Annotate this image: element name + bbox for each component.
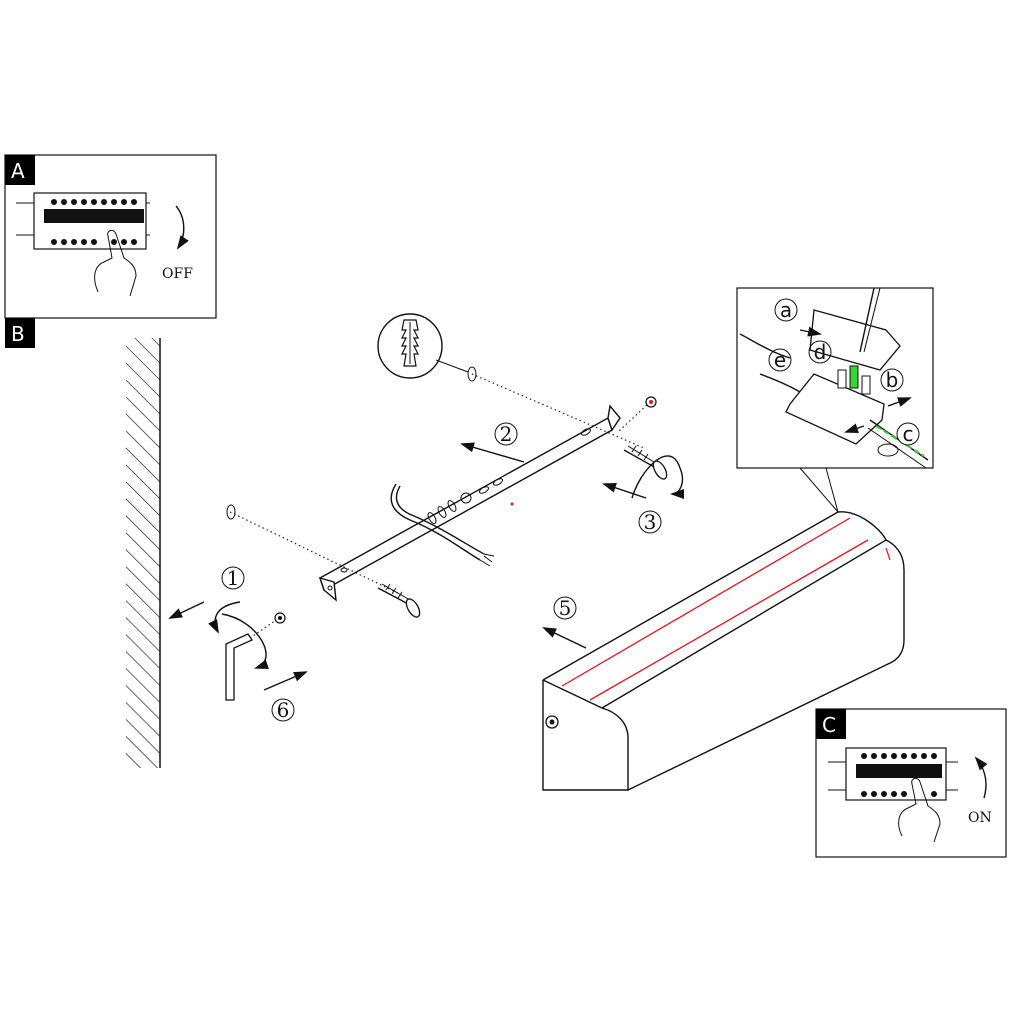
wall-screw-left-icon xyxy=(377,583,421,618)
step-label-1: 1 xyxy=(227,566,240,590)
terminal-block-icon xyxy=(785,373,885,445)
hand-icon xyxy=(94,229,137,297)
switch-up-arrow-icon xyxy=(974,756,988,799)
wiring-label-a: a xyxy=(780,298,792,322)
guide-line-right xyxy=(471,373,645,449)
wall-hatching xyxy=(126,338,160,768)
lamp-edge-accent-1 xyxy=(561,517,851,687)
step-3-arrows xyxy=(602,455,685,499)
panel-b-wall: B xyxy=(5,318,161,768)
step-label-6: 6 xyxy=(277,698,290,722)
step-6-arrows xyxy=(221,613,308,691)
panel-b-tag: B xyxy=(11,322,25,346)
wall-hole-right xyxy=(467,366,477,382)
wiring-label-c: c xyxy=(903,422,914,446)
wiring-label-d: d xyxy=(814,340,827,364)
step-label-3: 3 xyxy=(644,510,657,534)
power-cable-icon xyxy=(390,483,495,567)
set-screw-icon xyxy=(274,396,657,624)
panel-b-tag-box xyxy=(5,318,35,348)
wiring-label-e: e xyxy=(774,348,786,372)
breaker-panel-icon xyxy=(828,747,958,801)
panel-a-tag-box xyxy=(5,155,35,185)
panel-c-switch-on: C ON xyxy=(815,708,1007,858)
wiring-label-b: b xyxy=(886,368,899,392)
hand-icon xyxy=(898,777,941,843)
step-5-arrow xyxy=(542,627,587,649)
panel-a-tag: A xyxy=(11,159,25,183)
terminal-cover-icon xyxy=(809,309,901,371)
wall-screw-right-icon xyxy=(623,445,668,480)
ground-terminal xyxy=(849,365,859,389)
panel-a-switch-off: A OFF xyxy=(4,154,217,319)
red-mark xyxy=(510,502,514,506)
wiring-detail-panel: a b c d e xyxy=(736,287,934,513)
switch-down-arrow-icon xyxy=(175,205,189,250)
step-label-2: 2 xyxy=(500,422,513,446)
wall-hole-left xyxy=(226,504,236,520)
wall-anchor-callout xyxy=(377,313,469,379)
panel-c-tag-box xyxy=(816,709,846,739)
allen-key-icon xyxy=(225,633,253,701)
mounting-bracket xyxy=(318,404,621,602)
step-1-arrows xyxy=(168,601,241,634)
breaker-panel-icon xyxy=(16,192,150,250)
panel-c-tag: C xyxy=(822,713,836,737)
lamp-edge-accent-2 xyxy=(589,539,869,701)
step-labels: 1 2 3 4 5 6 xyxy=(221,422,775,722)
step-2-arrow xyxy=(460,442,525,463)
wall-lamp-body xyxy=(542,511,905,791)
screwdriver-icon xyxy=(859,287,875,353)
wire-icon xyxy=(739,333,791,359)
panel-c-switch-label: ON xyxy=(968,810,992,826)
guide-line-left xyxy=(229,511,405,597)
panel-a-switch-label: OFF xyxy=(162,266,193,282)
step-label-5: 5 xyxy=(559,596,572,620)
